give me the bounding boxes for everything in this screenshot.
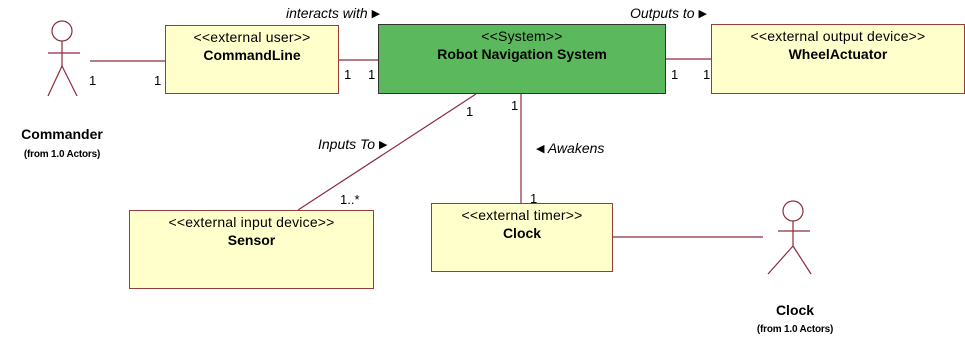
inputs-to-text: Inputs To [318,136,376,152]
arrow-left-icon: ◀ [536,143,545,155]
multiplicity-commander: 1 [89,73,97,88]
multiplicity-system-sensor: 1 [466,104,474,119]
sensor-stereotype: <<external input device>> [168,214,335,230]
clock-actor-from: (from 1.0 Actors) [756,324,834,335]
commandline-name: CommandLine [203,47,301,63]
clock-name: Clock [502,225,542,241]
commander-actor-figure [47,20,80,97]
arrow-right-icon: ▶ [378,139,388,151]
sensor-class[interactable]: <<external input device>> Sensor [129,210,374,289]
outputs-to-text: Outputs to [630,5,695,21]
interacts-with-label: interacts with ▶ [286,5,380,21]
wheelactuator-stereotype: <<external output device>> [750,28,926,44]
system-sensor-line [297,93,477,211]
multiplicity-system-clock: 1 [511,98,519,113]
multiplicity-commandline-left: 1 [154,73,162,88]
sensor-name: Sensor [227,232,276,248]
commandline-class[interactable]: <<external user>> CommandLine [165,25,339,94]
awakens-text: Awakens [547,140,605,156]
multiplicity-system-right: 1 [671,67,679,82]
multiplicity-commandline-right: 1 [344,67,352,82]
clock-class[interactable]: <<external timer>> Clock [431,203,613,272]
multiplicity-wheelactuator-left: 1 [703,67,711,82]
association-lines [90,58,763,238]
wheelactuator-class[interactable]: <<external output device>> WheelActuator [711,24,965,94]
multiplicity-sensor-end: 1..* [340,192,360,207]
system-stereotype: <<System>> [481,28,563,44]
multiplicity-clock-end: 1 [530,191,538,206]
outputs-to-label: Outputs to ▶ [630,5,707,21]
system-name: Robot Navigation System [437,46,607,62]
arrow-right-icon: ▶ [371,8,381,20]
inputs-to-label: Inputs To ▶ [318,136,387,152]
commander-actor-from: (from 1.0 Actors) [23,149,101,160]
robot-navigation-system-class[interactable]: <<System>> Robot Navigation System [378,24,666,94]
commandline-stereotype: <<external user>> [193,29,311,45]
clock-stereotype: <<external timer>> [461,207,583,223]
clock-actor-name: Clock [775,302,815,318]
clock-actor-figure [767,200,812,275]
arrow-right-icon: ▶ [698,8,707,20]
multiplicity-system-left: 1 [368,67,376,82]
awakens-label: ◀ Awakens [536,140,604,156]
interacts-with-text: interacts with [286,5,368,21]
commander-actor-name: Commander [21,126,103,142]
wheelactuator-name: WheelActuator [788,46,888,62]
